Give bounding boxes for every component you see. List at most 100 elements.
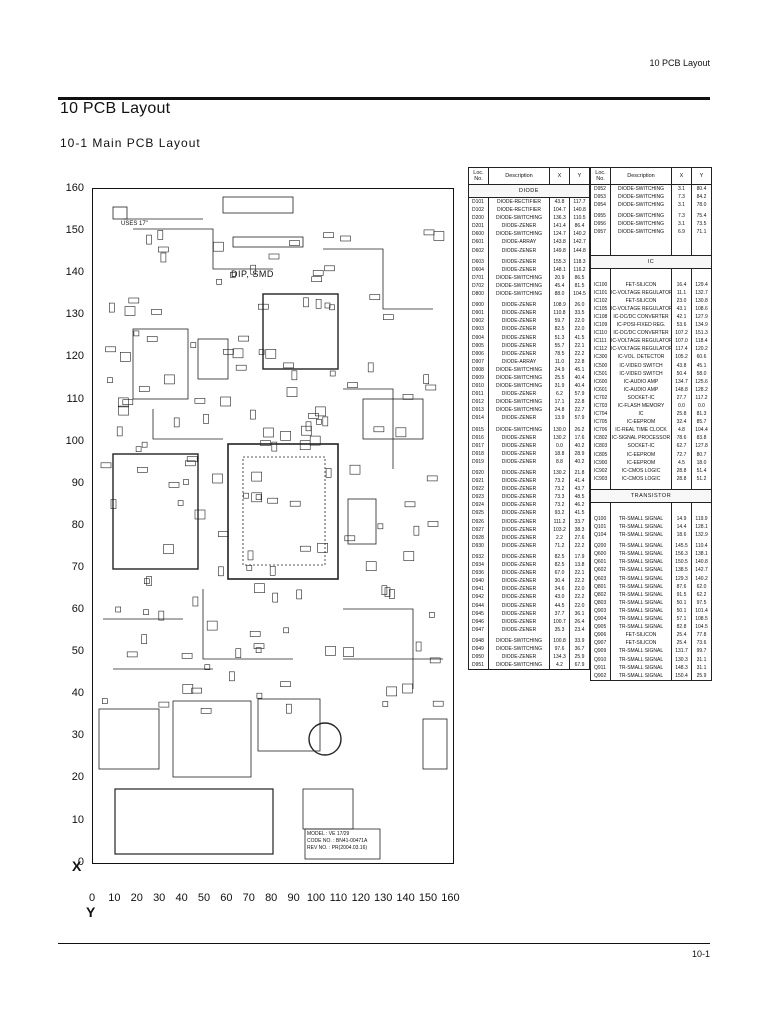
cell-x: 100.8 — [549, 636, 570, 645]
cell-y: 33.5 — [569, 309, 590, 318]
smd-component — [158, 246, 169, 253]
y-tick-label: 160 — [65, 182, 84, 194]
cell-y: 84.2 — [691, 193, 712, 202]
cell-y: 45.1 — [691, 361, 712, 370]
cell-desc: TR-SMALL SIGNAL — [610, 550, 672, 559]
cell-y: 40.4 — [569, 382, 590, 391]
smd-component — [433, 231, 445, 241]
smd-component — [305, 421, 312, 432]
cell-x: 18.8 — [549, 449, 570, 458]
cell-x: 28.8 — [671, 466, 692, 475]
cell-x: 4.8 — [671, 426, 692, 435]
cell-x: 25.8 — [671, 410, 692, 419]
cell-desc: TR-SMALL SIGNAL — [610, 606, 672, 616]
cell-y: 144.8 — [569, 246, 590, 255]
smd-component — [265, 349, 277, 359]
cell-desc: DIODE-ZENER — [488, 525, 550, 534]
cell-y: 142.7 — [691, 566, 712, 575]
cell-loc: IC902 — [590, 466, 611, 475]
smd-component — [322, 416, 329, 427]
cell-x: 141.4 — [549, 222, 570, 231]
cell-y: 22.1 — [569, 569, 590, 578]
cell-loc: Q601 — [590, 558, 611, 567]
cell-desc: TR-SMALL SIGNAL — [610, 542, 672, 551]
cell-desc: DIODE-ZENER — [488, 477, 550, 486]
cell-x: 3.1 — [671, 201, 692, 210]
cell-loc: Q600 — [590, 550, 611, 559]
cell-desc: DIODE-ZENER — [488, 325, 550, 334]
cell-desc: TR-SMALL SIGNAL — [610, 558, 672, 567]
y-tick-label: 0 — [77, 855, 84, 868]
cell-y: 22.2 — [569, 577, 590, 586]
bottom-jack-2 — [172, 700, 252, 778]
cell-x: 91.5 — [671, 590, 692, 599]
smd-component — [151, 309, 162, 315]
cell-x: 8.8 — [549, 457, 570, 466]
smd-component — [389, 589, 395, 599]
cell-desc: DIODE-ZENER — [488, 317, 550, 326]
cell-y: 27.6 — [569, 533, 590, 542]
cell-x: 71.2 — [549, 541, 570, 550]
spacer-row — [468, 254, 590, 258]
cell-desc: DIODE-ZENER — [488, 509, 550, 518]
smd-component — [272, 592, 278, 603]
smd-component — [382, 701, 389, 707]
cell-loc: D927 — [468, 525, 489, 534]
cell-x: 3.1 — [671, 220, 692, 229]
cell-loc: D915 — [468, 425, 489, 434]
cell-loc: D902 — [468, 317, 489, 326]
smd-component — [280, 431, 291, 441]
col-description: Description — [610, 167, 672, 185]
cell-loc: D200 — [468, 214, 489, 223]
cell-y: 119.9 — [691, 514, 712, 523]
cell-loc: Q100 — [590, 514, 611, 523]
regulator-block — [302, 788, 354, 830]
smd-component — [220, 396, 231, 407]
cell-x: 110.8 — [549, 309, 570, 318]
cell-desc: IC-VOLTAGE REGULATOR — [610, 337, 672, 346]
cell-x: 130.2 — [549, 433, 570, 442]
cell-desc: DIODE-RECTIFIER — [488, 206, 550, 215]
cell-desc: DIODE-SWITCHING — [488, 373, 550, 383]
cell-desc: DIODE-ZENER — [488, 541, 550, 550]
table-header-row: Loc. No. Description X Y — [468, 167, 590, 185]
cell-x: 130.2 — [549, 469, 570, 478]
smd-component — [230, 272, 236, 278]
cell-y: 81.3 — [691, 410, 712, 419]
cell-loc: D702 — [468, 281, 489, 291]
cell-y: 22.0 — [569, 585, 590, 594]
smd-component — [168, 481, 180, 488]
smd-component — [137, 466, 148, 473]
cell-loc: IC105 — [590, 304, 611, 313]
smd-component — [283, 627, 289, 634]
smd-component — [253, 643, 265, 650]
cell-y: 128.1 — [691, 523, 712, 532]
smd-component — [247, 550, 254, 561]
smd-component — [425, 384, 437, 391]
cell-desc: DIODE-ZENER — [488, 552, 550, 562]
cell-y: 57.9 — [569, 414, 590, 423]
cell-loc: IC702 — [590, 393, 611, 402]
smd-component — [423, 374, 430, 384]
cell-loc: IC803 — [590, 442, 611, 451]
cell-desc: DIODE-SWITCHING — [488, 636, 550, 645]
right-edge-connector — [422, 718, 448, 770]
cell-desc: IC-VOLTAGE REGULATOR — [610, 345, 672, 354]
